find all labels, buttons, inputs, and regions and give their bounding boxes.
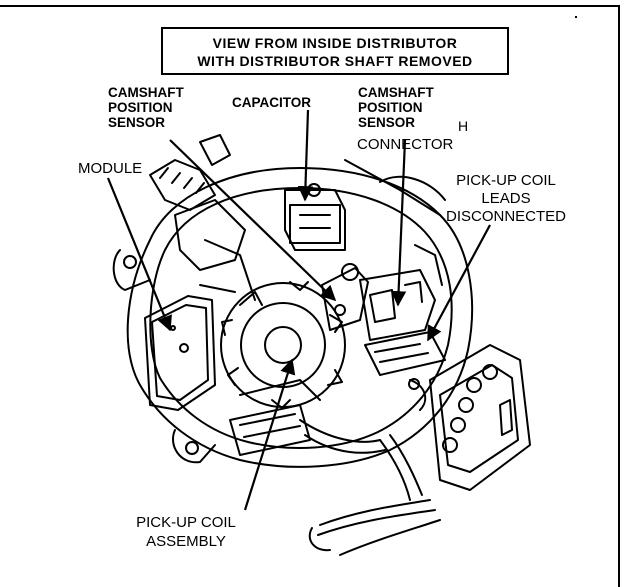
label-camshaft-sensor-line3: SENSOR bbox=[108, 115, 166, 130]
label-camshaft-sensor-line2: POSITION bbox=[108, 100, 173, 115]
capacitor-body bbox=[284, 183, 346, 251]
pickup-leads-connector bbox=[364, 331, 446, 376]
speck bbox=[575, 16, 577, 18]
label-pickup-leads-line1: PICK-UP COIL bbox=[456, 172, 556, 189]
label-module: MODULE bbox=[78, 160, 143, 177]
wire-harness bbox=[308, 434, 441, 556]
leader-pickup-assembly bbox=[243, 358, 296, 511]
leader-camshaft-sensor bbox=[169, 139, 337, 302]
title-box: VIEW FROM INSIDE DISTRIBUTOR WITH DISTRI… bbox=[161, 27, 509, 75]
right-border-rule bbox=[618, 5, 620, 587]
label-connector-line3: SENSOR bbox=[358, 115, 416, 130]
sensor-connector bbox=[359, 269, 436, 341]
label-pickup-leads: PICK-UP COIL LEADS DISCONNECTED bbox=[432, 172, 580, 226]
label-pickup-leads-line2: LEADS bbox=[481, 190, 531, 207]
title-line-2: WITH DISTRIBUTOR SHAFT REMOVED bbox=[197, 53, 473, 69]
label-connector-line4: CONNECTOR bbox=[357, 136, 454, 153]
ignition-module bbox=[144, 295, 216, 411]
label-pickup-leads-line3: DISCONNECTED bbox=[445, 208, 566, 225]
label-connector-line2: POSITION bbox=[358, 100, 423, 115]
label-capacitor: CAPACITOR bbox=[232, 95, 312, 110]
leader-sensor-connector bbox=[390, 139, 407, 307]
title-line-1: VIEW FROM INSIDE DISTRIBUTOR bbox=[212, 35, 458, 51]
label-pickup-assembly-line1: PICK-UP COIL bbox=[136, 514, 236, 531]
harness-connector bbox=[429, 344, 531, 491]
top-border-rule bbox=[0, 5, 620, 7]
label-camshaft-sensor-line1: CAMSHAFT bbox=[108, 85, 184, 100]
label-pickup-assembly: PICK-UP COIL ASSEMBLY bbox=[116, 513, 256, 551]
housing-outer-rim bbox=[126, 167, 474, 468]
label-sensor-connector: CAMSHAFT POSITION SENSOR bbox=[358, 85, 434, 130]
label-connector-h: H bbox=[458, 118, 469, 134]
leader-capacitor bbox=[297, 109, 314, 202]
label-connector-line1: CAMSHAFT bbox=[358, 85, 434, 100]
leader-module bbox=[106, 177, 172, 332]
label-pickup-assembly-line2: ASSEMBLY bbox=[146, 533, 226, 550]
label-camshaft-sensor: CAMSHAFT POSITION SENSOR bbox=[108, 85, 184, 130]
module-connector bbox=[149, 134, 231, 211]
leader-pickup-leads bbox=[427, 224, 491, 342]
camshaft-position-sensor bbox=[321, 263, 369, 331]
